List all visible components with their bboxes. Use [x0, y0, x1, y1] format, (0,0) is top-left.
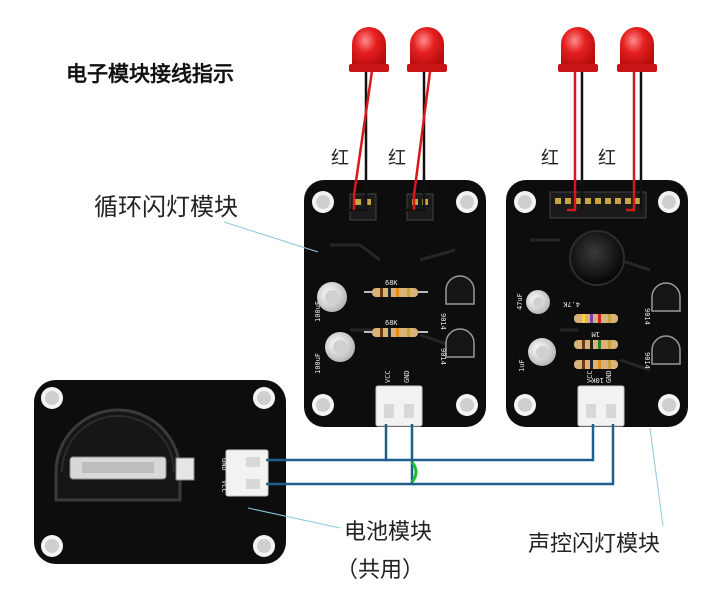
blink-led-wires — [346, 63, 433, 212]
sound-led-wires — [567, 64, 643, 212]
silk-sound-r3: 10K — [591, 376, 604, 384]
silk-blink-gnd: GND — [403, 370, 411, 383]
silk-battery-vcc: VCC — [220, 480, 228, 493]
led-4 — [617, 27, 657, 72]
led-1 — [349, 27, 389, 72]
led-3 — [558, 27, 598, 72]
red-wire-label-2: 红 — [388, 148, 406, 169]
led-2 — [407, 27, 447, 72]
red-wire-label-1: 红 — [331, 148, 349, 169]
red-wire-label-3: 红 — [541, 148, 559, 169]
battery-shared-note: （共用） — [336, 558, 425, 583]
silk-blink-r1: 68K — [385, 279, 398, 287]
silk-sound-t2: 9014 — [643, 352, 651, 369]
wire-crossover-jump — [410, 461, 418, 483]
silk-sound-r2: 1M — [592, 330, 600, 338]
silk-sound-t1: 9014 — [643, 308, 651, 325]
red-wire-label-4: 红 — [598, 148, 616, 169]
blink-module-label: 循环闪灯模块 — [94, 193, 238, 221]
sound-module-board — [506, 180, 688, 427]
battery-module-board — [34, 380, 286, 564]
silk-sound-vcc: VCC — [586, 370, 594, 383]
leader-lines — [223, 221, 664, 529]
silk-sound-c1: 47uF — [516, 293, 524, 310]
blue-power-wires — [266, 424, 615, 486]
silk-blink-t1: 9014 — [439, 313, 447, 330]
silk-blink-r2: 68K — [385, 319, 398, 327]
page-title: 电子模块接线指示 — [66, 62, 234, 86]
battery-module-label: 电池模块 — [344, 520, 433, 545]
silk-sound-r1: 4.7K — [562, 300, 580, 308]
silk-battery-gnd: GND — [220, 458, 228, 471]
silk-blink-c1: 100uF — [314, 301, 322, 322]
silk-blink-c2: 100uF — [314, 353, 322, 374]
silk-sound-c2: 1uF — [518, 359, 526, 372]
silk-blink-t2: 9014 — [439, 348, 447, 365]
blink-module-board — [304, 180, 486, 427]
silk-sound-gnd: GND — [605, 370, 613, 383]
silk-blink-vcc: VCC — [384, 370, 392, 383]
sound-module-label: 声控闪灯模块 — [528, 532, 661, 557]
